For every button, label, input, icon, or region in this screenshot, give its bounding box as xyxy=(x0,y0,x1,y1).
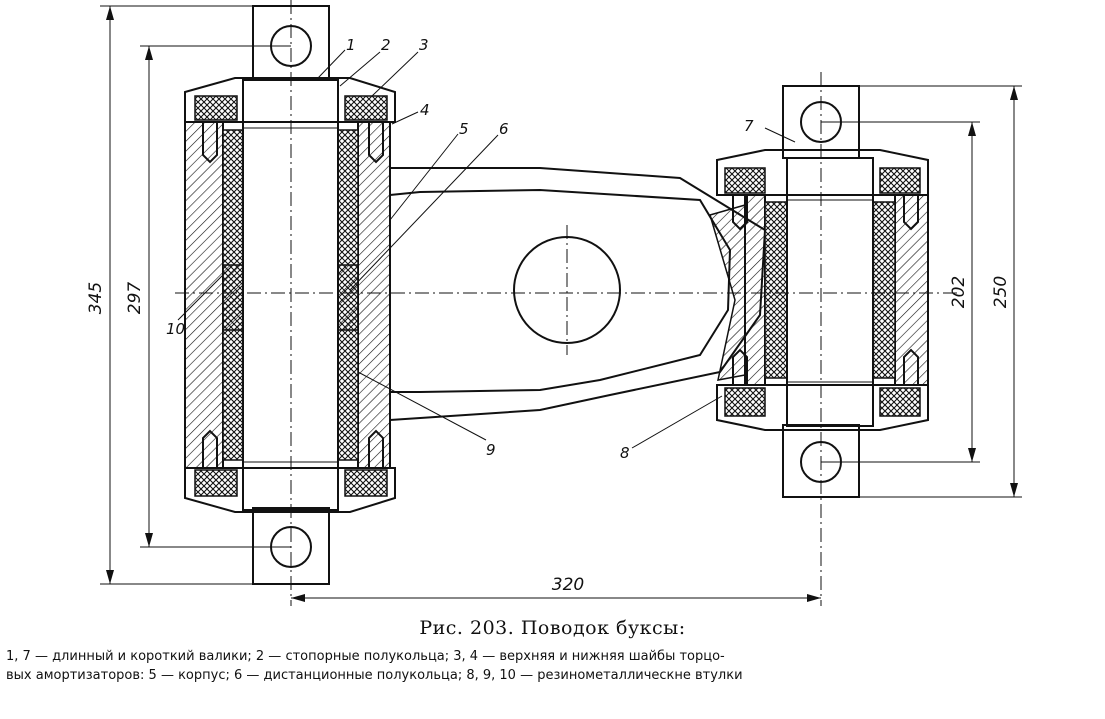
callout-5: 5 xyxy=(459,120,469,138)
bolt-bottom-right xyxy=(368,429,384,468)
bolt-top-right xyxy=(368,122,384,164)
short-housing-wall-left xyxy=(744,194,766,386)
upper-washer-rubber-right xyxy=(344,95,388,121)
dimension-lines xyxy=(100,5,1022,602)
housing-body xyxy=(389,167,767,421)
callout-2: 2 xyxy=(381,36,391,54)
dim-320-label: 320 xyxy=(552,575,584,595)
housing-outline-inner xyxy=(389,188,732,393)
callout-9: 9 xyxy=(486,441,496,459)
callout-7: 7 xyxy=(744,117,754,135)
spacer-half-ring-right xyxy=(337,264,359,331)
short-upper-rubber-left xyxy=(724,167,766,194)
figure-legend: 1, 7 — длинный и короткий валики; 2 — ст… xyxy=(6,647,1099,685)
callout-8: 8 xyxy=(620,444,630,462)
dim-297-label: 297 xyxy=(125,282,145,315)
housing-wall-right xyxy=(357,121,391,469)
short-upper-washer xyxy=(716,149,929,196)
short-pin-assembly xyxy=(716,85,929,498)
upper-washer-rubber-left xyxy=(194,95,238,121)
lower-washer-rubber-left xyxy=(194,469,238,497)
short-lower-rubber-right xyxy=(879,387,921,417)
callout-1: 1 xyxy=(346,36,356,54)
short-housing-wall-right xyxy=(894,194,929,386)
lower-washer-rubber-right xyxy=(344,469,388,497)
legend-line-2: вых амортизаторов: 5 — корпус; 6 — диста… xyxy=(6,668,743,683)
short-bushing-left xyxy=(764,201,788,379)
short-bushing-right xyxy=(872,201,896,379)
callout-numbers: 1 2 3 4 5 6 7 8 9 10 xyxy=(166,36,754,462)
dim-202-label: 202 xyxy=(949,276,969,308)
housing-web xyxy=(709,204,746,381)
callout-4: 4 xyxy=(420,101,430,119)
figure-caption: Рис. 203. Поводок буксы: xyxy=(419,617,686,639)
legend-line-1: 1, 7 — длинный и короткий валики; 2 — ст… xyxy=(6,649,725,664)
callout-6: 6 xyxy=(499,120,509,138)
short-upper-rubber-right xyxy=(879,167,921,194)
lower-washer xyxy=(184,467,396,513)
spacer-half-ring-left xyxy=(222,264,244,331)
bolt-bottom-left xyxy=(202,429,218,468)
housing-outline-outer xyxy=(389,167,767,421)
short-pin-shaft xyxy=(786,157,874,427)
housing-wall-left xyxy=(184,121,224,469)
axle-box-link-drawing: 345 297 202 250 320 1 2 3 4 5 6 7 8 9 10 xyxy=(86,0,1022,606)
callout-3: 3 xyxy=(419,36,429,54)
dim-345-label: 345 xyxy=(86,282,106,314)
callout-leaders xyxy=(177,49,796,449)
center-lines xyxy=(175,0,960,606)
long-pin-assembly xyxy=(184,5,396,585)
callout-10: 10 xyxy=(166,320,185,338)
short-lower-rubber-left xyxy=(724,387,766,417)
bolt-top-left xyxy=(202,122,218,164)
dim-250-label: 250 xyxy=(991,276,1011,308)
